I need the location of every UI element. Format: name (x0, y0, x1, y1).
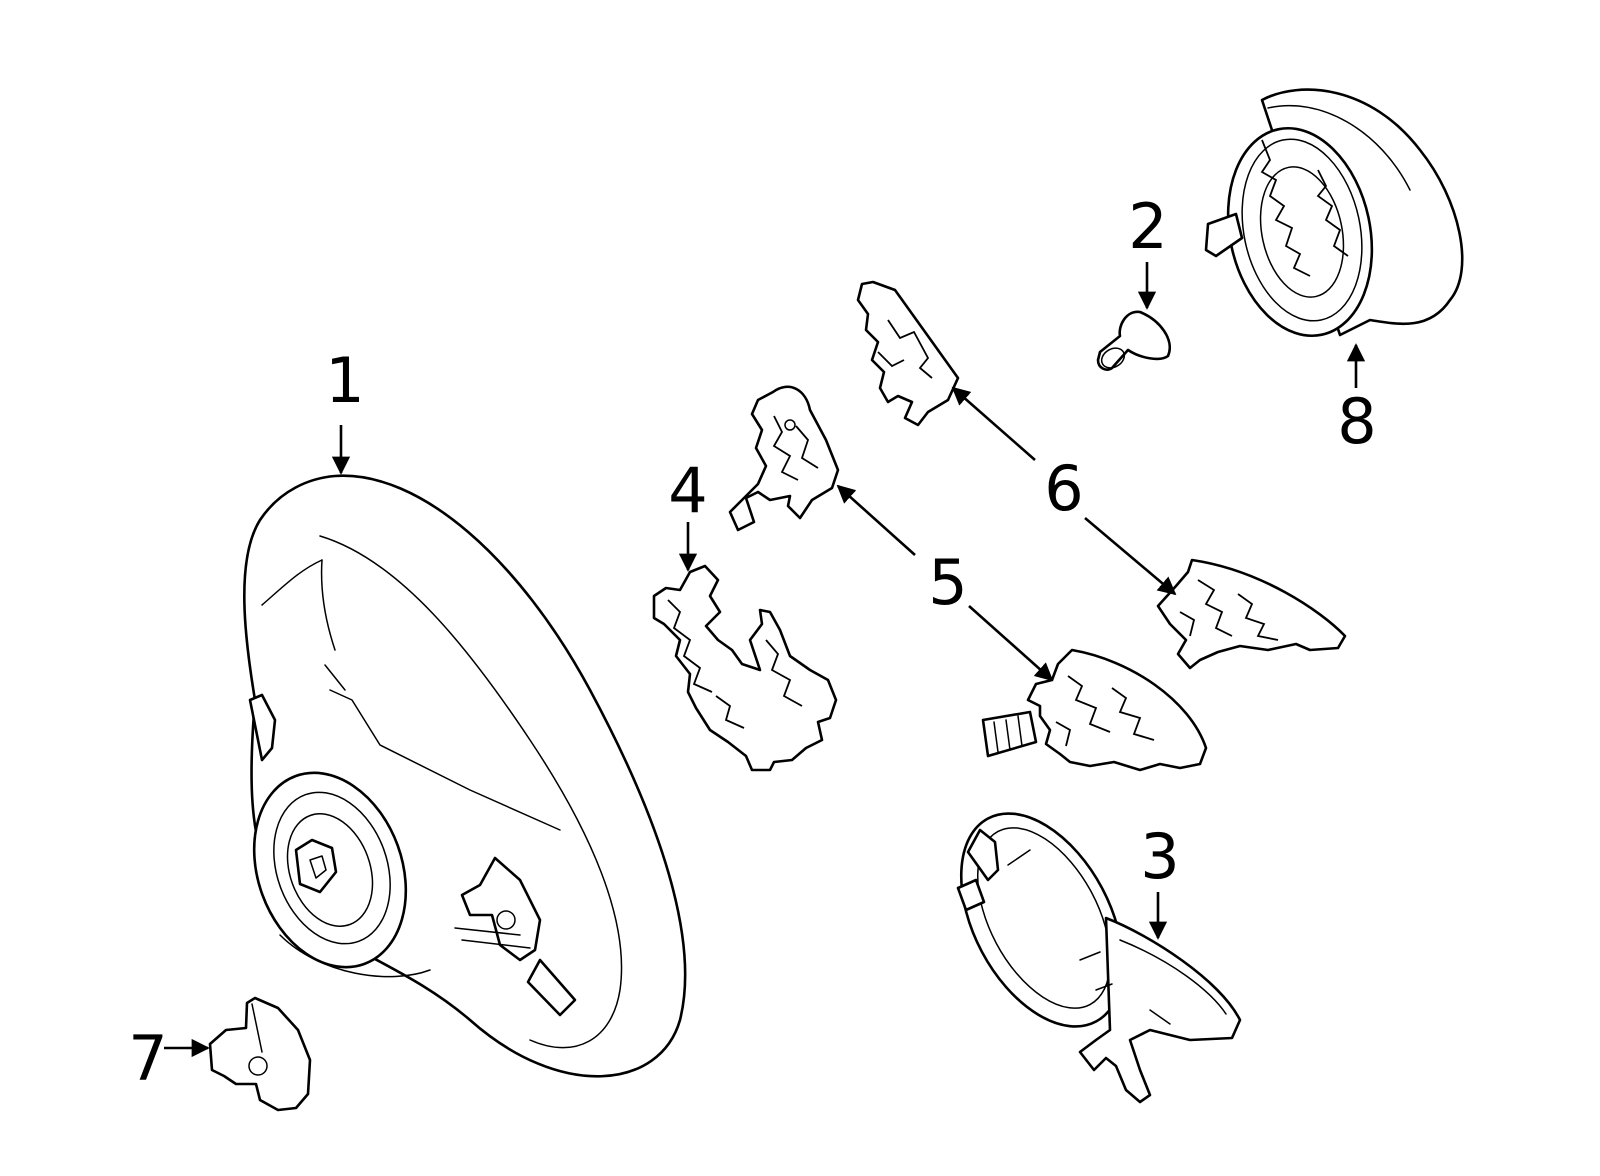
part-2-cap (1096, 310, 1171, 371)
callout-3: 3 (1140, 820, 1179, 893)
part-8-airbag-module (1204, 88, 1464, 338)
callout-8: 8 (1337, 385, 1376, 458)
part-5-switch-upper (728, 385, 840, 532)
callout-7: 7 (128, 1022, 167, 1095)
callout-1: 1 (325, 344, 364, 417)
callout-2: 2 (1128, 190, 1167, 263)
part-7-button (208, 996, 312, 1112)
part-6-switch-lower (1156, 558, 1347, 670)
callout-6: 6 (1044, 452, 1083, 525)
leader-5b (968, 605, 1054, 682)
part-3-rear-cover (956, 812, 1242, 1104)
callout-4: 4 (668, 454, 707, 527)
part-1-steering-wheel (243, 474, 687, 1078)
part-4-bracket (652, 564, 838, 772)
part-5-switch-lower (981, 648, 1208, 772)
leader-6a (951, 386, 1036, 461)
leader-6b (1084, 517, 1177, 596)
leader-5a (836, 484, 916, 556)
callout-5: 5 (928, 546, 967, 619)
part-6-switch-upper (856, 280, 960, 427)
